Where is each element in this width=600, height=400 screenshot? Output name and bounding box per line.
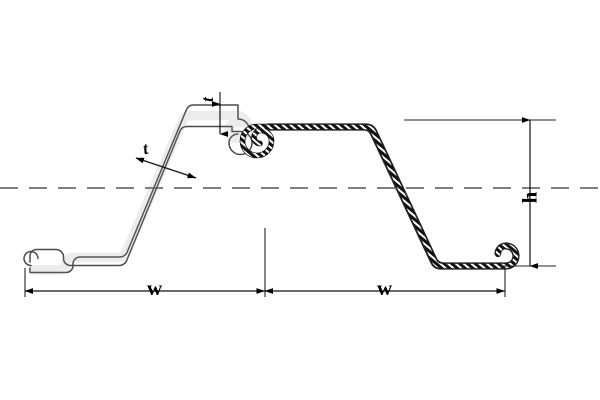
dimension-label-t-top: t [197,97,217,102]
dimension-w-left [24,228,266,297]
right-pile-section [264,123,520,270]
left-pile-section [23,104,253,275]
dimension-label-w-left: w [147,276,163,300]
dimension-h [404,117,556,269]
dimension-label-h: h [517,191,542,204]
dimension-label-w-right: w [377,276,393,300]
interlock-joint [239,123,275,159]
dimension-t-web [135,157,197,179]
dimension-w-right [264,268,506,297]
